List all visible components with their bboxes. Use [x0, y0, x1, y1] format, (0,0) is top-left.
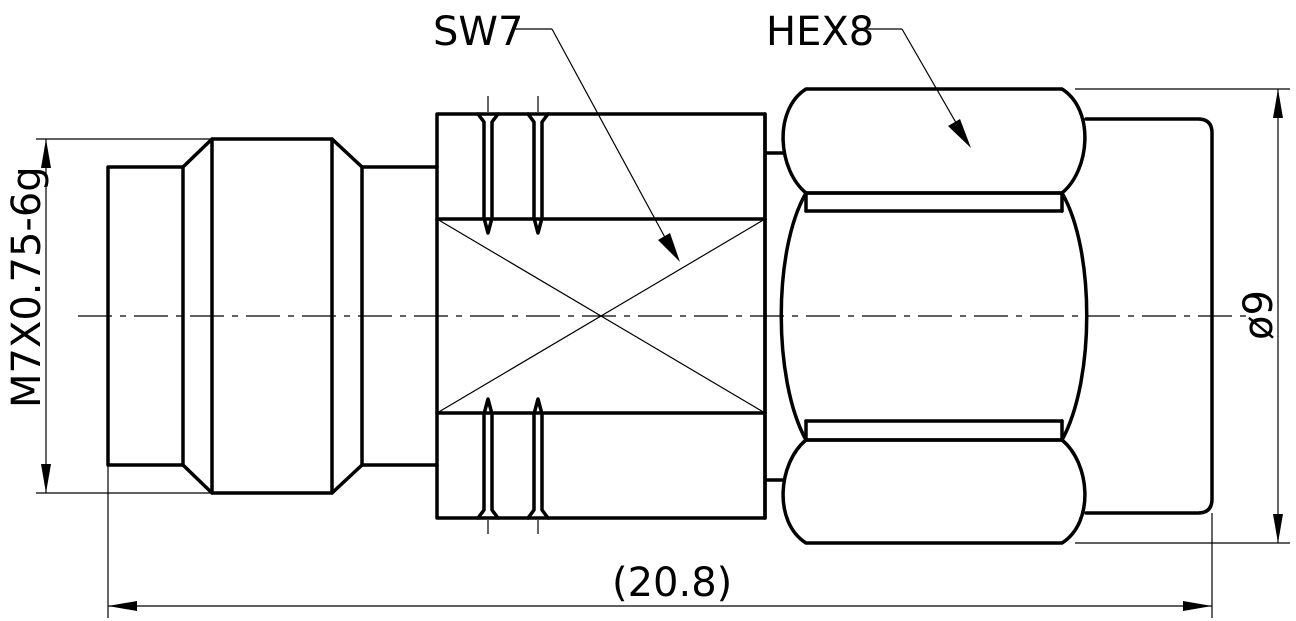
wrench-flat-body: [435, 96, 767, 534]
sw7-label: SW7: [433, 9, 523, 55]
diameter-label: ø9: [1236, 290, 1282, 340]
thread-dimension: [36, 138, 212, 494]
thread-label: M7X0.75-6g: [4, 166, 50, 408]
length-dimension: [107, 465, 1213, 618]
sw7-leader: [515, 28, 680, 262]
hex8-leader: [866, 28, 971, 148]
hex-nut: [779, 87, 1089, 545]
threaded-end: [106, 137, 439, 495]
diameter-dimension: [1075, 88, 1290, 544]
hex8-label: HEX8: [766, 9, 874, 55]
end-cap: [1084, 117, 1214, 515]
length-label: (20.8): [612, 560, 732, 606]
neck: [763, 112, 785, 520]
